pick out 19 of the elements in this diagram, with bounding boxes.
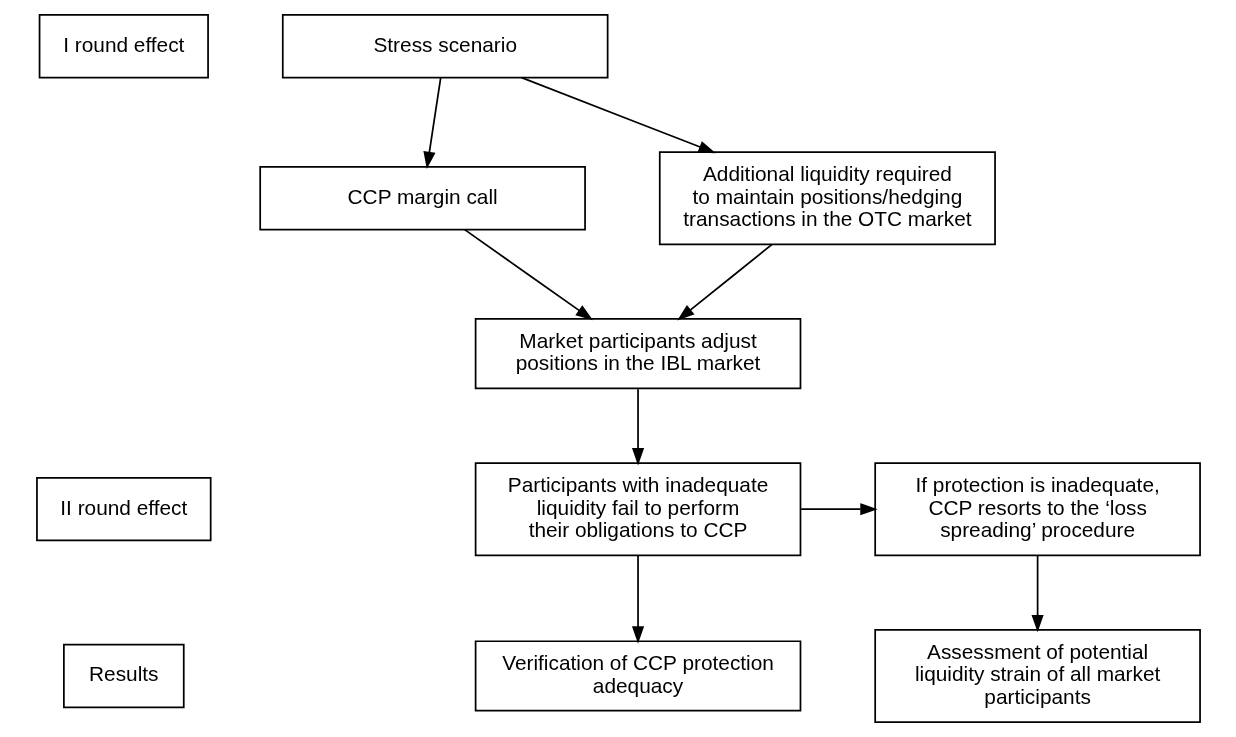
arrow [463, 228, 593, 321]
node-box: Market participants adjust positions in the IBL market [474, 318, 801, 390]
node-box: I round effect [38, 14, 209, 79]
arrow [676, 243, 773, 321]
node-box: Stress scenario [281, 14, 608, 79]
arrow [631, 388, 644, 466]
arrow [1031, 554, 1044, 633]
arrow [799, 503, 878, 516]
node-box: Assessment of potential liquidity strain of all market participants [873, 629, 1201, 723]
node-box: Additional liquidity required to maintain positions/hedging transactions in the OTC market [658, 151, 996, 246]
node-box: Verification of CCP protection adequacy [474, 640, 801, 712]
node-box: Participants with inadequate liquidity fail to perform their obligations to CCP [474, 462, 801, 557]
node-box: CCP margin call [258, 166, 586, 231]
node-box: If protection is inadequate, CCP resorts to the ‘loss spreading’ procedure [873, 462, 1201, 557]
arrow [422, 77, 441, 170]
node-box: Results [62, 643, 185, 709]
arrow [631, 554, 644, 644]
arrow [520, 76, 716, 154]
node-box: II round effect [35, 477, 212, 542]
